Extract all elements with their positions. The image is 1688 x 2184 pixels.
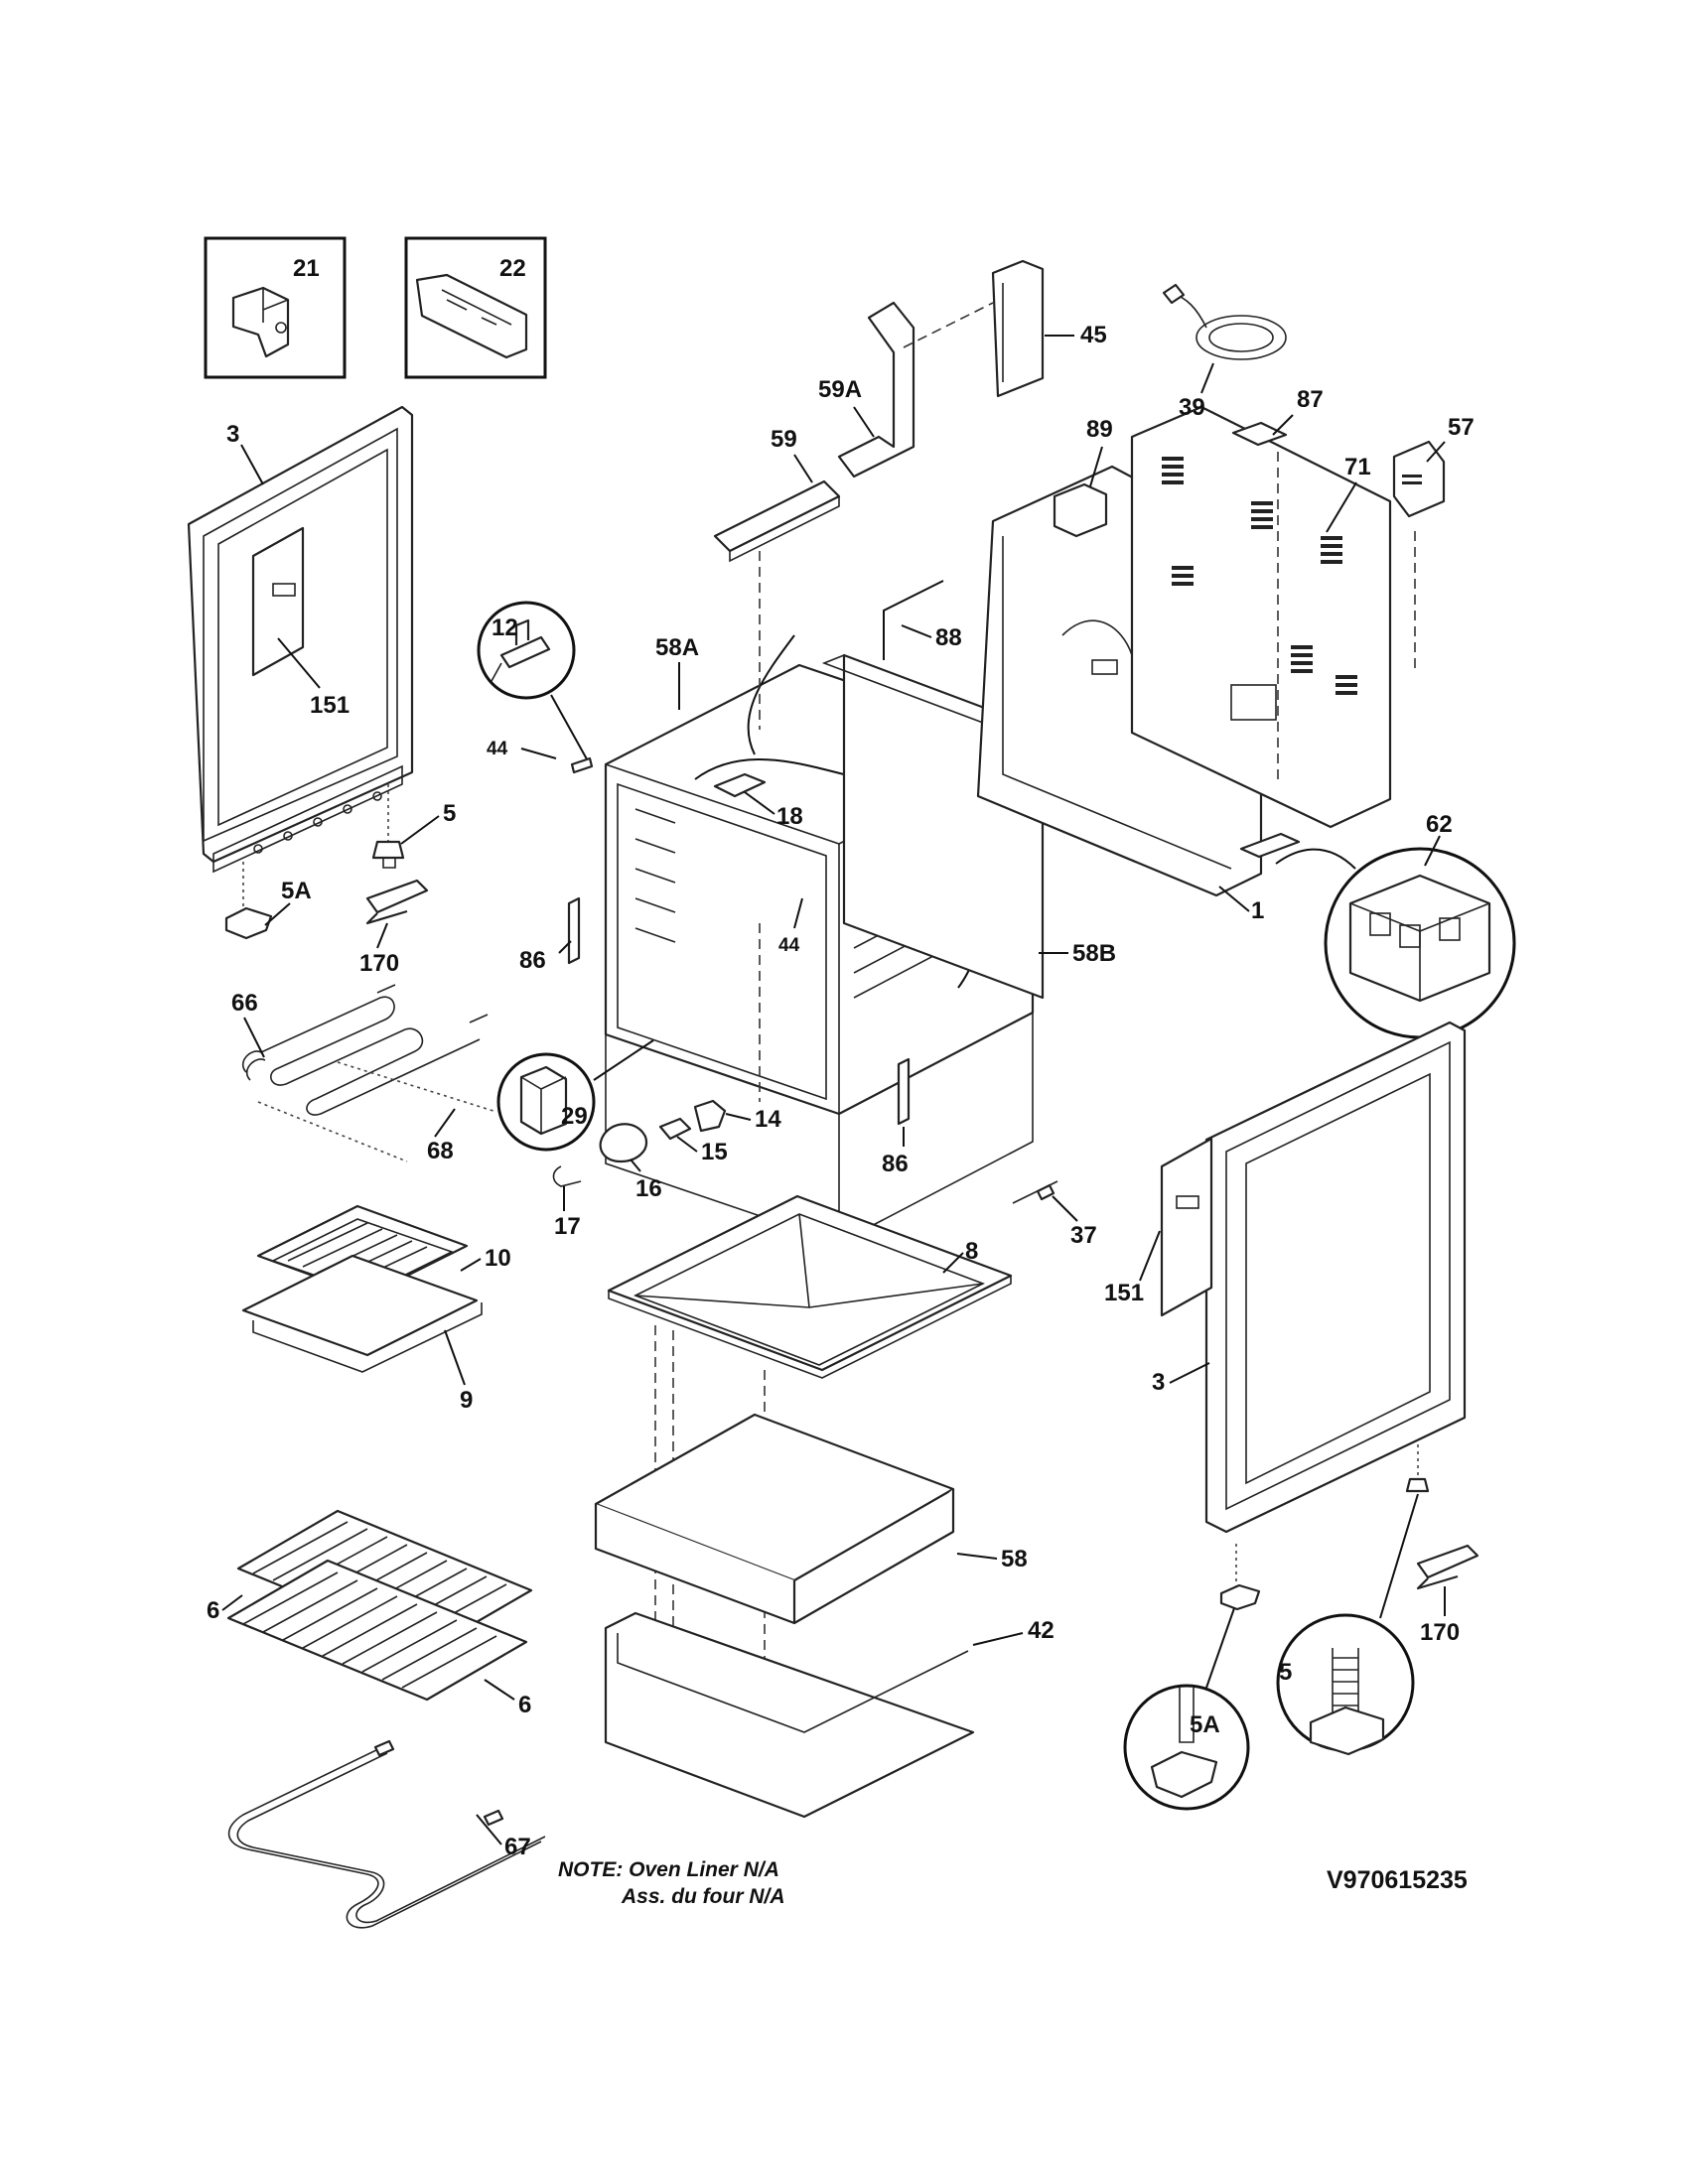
label-67: 67 [504, 1834, 531, 1860]
leveling-legs-right: 5A 5 170 [1123, 1444, 1479, 1811]
label-8: 8 [965, 1238, 978, 1265]
label-59: 59 [771, 426, 797, 453]
label-62: 62 [1426, 811, 1453, 838]
label-10: 10 [485, 1245, 511, 1272]
label-29: 29 [561, 1103, 588, 1130]
broil-pan: 10 9 [241, 1204, 511, 1414]
label-17: 17 [554, 1213, 581, 1240]
label-6-b: 6 [518, 1692, 531, 1718]
label-14: 14 [755, 1106, 781, 1133]
label-151-right: 151 [1104, 1280, 1144, 1306]
sensor-37: 37 [1012, 1180, 1097, 1249]
label-58a: 58A [655, 634, 699, 661]
note-line-2: Ass. du four N/A [622, 1885, 785, 1908]
label-58b: 58B [1072, 940, 1116, 967]
oven-racks: 6 6 [207, 1509, 533, 1718]
drawing-number: V970615235 [1327, 1866, 1468, 1894]
label-44-a: 44 [487, 739, 508, 759]
insulation-58: 58 [594, 1413, 1028, 1625]
label-88: 88 [935, 624, 962, 651]
label-68: 68 [427, 1138, 454, 1164]
parts-87-57-39: 87 57 39 [1162, 283, 1475, 779]
light-parts: 29 14 15 16 17 [496, 923, 781, 1240]
side-panel-right: 151 3 [1104, 1021, 1467, 1534]
label-86-a: 86 [519, 947, 546, 974]
note-oven-liner: NOTE: Oven Liner N/A Ass. du four N/A [558, 1856, 785, 1910]
bottom-panel: 8 [607, 1194, 1013, 1747]
side-panel-left: 3 151 [187, 405, 414, 874]
label-59a: 59A [818, 376, 862, 403]
brackets-86: 86 86 [519, 896, 911, 1177]
bottom-frame-42: 42 [604, 1611, 1055, 1819]
inset-part-21: 21 [204, 236, 347, 379]
label-18: 18 [776, 803, 803, 830]
vent-slots [1162, 457, 1357, 695]
label-87: 87 [1297, 386, 1324, 413]
label-44-b: 44 [778, 935, 800, 956]
rear-cover-71: 71 [1130, 405, 1392, 829]
label-22: 22 [499, 255, 526, 282]
label-3-right: 3 [1152, 1369, 1165, 1396]
label-5a-left: 5A [281, 878, 312, 904]
label-16: 16 [635, 1175, 662, 1202]
label-57: 57 [1448, 414, 1475, 441]
label-89: 89 [1086, 416, 1113, 443]
label-3-left: 3 [226, 421, 239, 448]
label-21: 21 [293, 255, 320, 282]
label-39: 39 [1179, 394, 1205, 421]
label-151-left: 151 [310, 692, 350, 719]
label-5a-right: 5A [1190, 1711, 1220, 1738]
label-15: 15 [701, 1139, 728, 1165]
label-42: 42 [1028, 1617, 1055, 1644]
label-86-b: 86 [882, 1151, 909, 1177]
label-12: 12 [492, 614, 518, 641]
label-5-left: 5 [443, 800, 456, 827]
label-5-right: 5 [1279, 1659, 1292, 1686]
callout-part-62: 62 [1239, 811, 1516, 1039]
label-170-right: 170 [1420, 1619, 1460, 1646]
label-1: 1 [1251, 897, 1264, 924]
bake-element: 67 [227, 1739, 546, 1929]
label-9: 9 [460, 1387, 473, 1414]
label-37: 37 [1070, 1222, 1097, 1249]
label-170-left: 170 [359, 950, 399, 977]
label-71: 71 [1344, 454, 1371, 480]
callout-part-12: 12 44 [477, 601, 594, 774]
note-line-1: NOTE: Oven Liner N/A [558, 1858, 779, 1881]
label-45: 45 [1080, 322, 1107, 348]
label-6-a: 6 [207, 1597, 219, 1624]
inset-part-22: 22 [404, 236, 547, 379]
label-58: 58 [1001, 1546, 1028, 1572]
broil-element: 66 68 [231, 984, 497, 1164]
leveling-legs-left: 5 5A 170 [224, 784, 456, 977]
vent-ducts: 59 59A 45 [713, 259, 1107, 730]
parts-88-89: 88 89 [883, 416, 1113, 660]
label-66: 66 [231, 990, 258, 1017]
